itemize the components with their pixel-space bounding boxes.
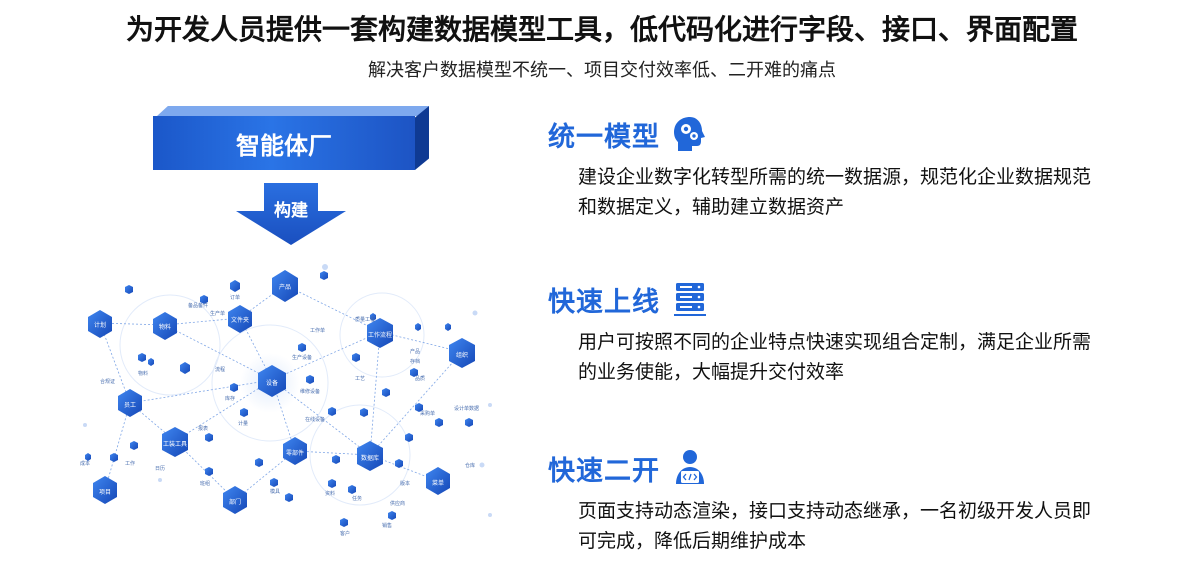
arrow-label: 构建 <box>274 201 308 221</box>
feature-description: 页面支持动态渲染，接口支持动态继承，一名初级开发人员即可完成，降低后期维护成本 <box>578 500 1092 552</box>
node-department: 部门 <box>223 486 247 514</box>
node-folder: 文件夹 <box>228 305 252 333</box>
developer-icon <box>676 450 704 484</box>
node-material: 物料 <box>153 312 177 340</box>
node-database: 数据库 <box>357 441 383 471</box>
svg-text:设备: 设备 <box>266 379 278 387</box>
server-icon <box>674 283 706 316</box>
svg-text:销售: 销售 <box>382 522 392 529</box>
svg-text:生产设备: 生产设备 <box>292 354 312 361</box>
svg-text:客户: 客户 <box>340 530 350 537</box>
svg-text:品质: 品质 <box>415 375 425 382</box>
svg-text:订单: 订单 <box>230 294 240 301</box>
svg-text:质量工程: 质量工程 <box>355 316 375 323</box>
svg-text:合规证: 合规证 <box>100 378 115 385</box>
svg-text:计划: 计划 <box>94 321 106 329</box>
data-model-network: 计划 物料 文件夹 产品 工作流程 组织 设备 员工 <box>80 264 492 537</box>
svg-text:日历: 日历 <box>155 466 165 472</box>
svg-text:流程: 流程 <box>215 366 225 373</box>
box-top-face <box>157 106 429 116</box>
svg-text:工作单: 工作单 <box>310 327 325 334</box>
svg-text:生产单: 生产单 <box>210 310 225 317</box>
svg-text:任务: 任务 <box>352 495 362 502</box>
svg-text:库存: 库存 <box>225 395 235 402</box>
svg-text:存档: 存档 <box>410 358 420 365</box>
svg-text:工作: 工作 <box>125 460 135 467</box>
node-tooling: 工装工具 <box>162 427 188 457</box>
feature-description: 用户可按照不同的企业特点快速实现组合定制，满足企业所需的业务使能，大幅提升交付效… <box>578 331 1092 383</box>
node-organization: 组织 <box>449 338 475 368</box>
platform-box-label: 智能体厂 <box>153 116 415 170</box>
node-product: 产品 <box>272 270 298 302</box>
svg-text:工艺: 工艺 <box>355 376 365 382</box>
svg-text:文件夹: 文件夹 <box>231 316 249 324</box>
svg-text:组织: 组织 <box>456 351 468 359</box>
svg-text:零部件: 零部件 <box>286 449 304 457</box>
svg-text:班组: 班组 <box>200 480 210 487</box>
node-plan: 计划 <box>88 310 112 338</box>
node-menu: 菜单 <box>426 467 450 495</box>
page-title: 为开发人员提供一套构建数据模型工具，低代码化进行字段、接口、界面配置 <box>125 13 1078 46</box>
feature-title: 快速上线 <box>548 286 660 318</box>
svg-text:部门: 部门 <box>229 498 241 506</box>
feature-unified-model: 统一模型 建设企业数字化转型所需的统一数据源，规范化企业数据规范和数据定义，辅助… <box>548 114 1108 222</box>
node-equipment: 设备 <box>258 365 286 397</box>
svg-text:资料: 资料 <box>325 490 335 497</box>
svg-text:供应商: 供应商 <box>390 500 405 507</box>
svg-text:员工: 员工 <box>124 402 136 409</box>
svg-text:计量: 计量 <box>238 420 248 427</box>
svg-text:设计单数据: 设计单数据 <box>454 405 479 412</box>
svg-text:产品: 产品 <box>279 283 291 291</box>
platform-box: 智能体厂 <box>153 106 429 170</box>
svg-text:物料: 物料 <box>138 370 148 377</box>
feature-title: 快速二开 <box>548 455 660 487</box>
svg-text:项目: 项目 <box>99 489 111 496</box>
svg-text:版本: 版本 <box>400 480 410 487</box>
svg-text:备品备件: 备品备件 <box>188 302 208 309</box>
box-side-face <box>415 106 429 170</box>
svg-text:报表: 报表 <box>198 425 208 432</box>
feature-fast-customization: 快速二开 页面支持动态渲染，接口支持动态继承，一名初级开发人员即可完成，降低后期… <box>548 448 1108 556</box>
head-gears-icon <box>674 117 705 151</box>
down-arrow-icon <box>236 183 346 245</box>
node-workflow: 工作流程 <box>367 318 393 348</box>
page-subtitle: 解决客户数据模型不统一、项目交付效率低、二开难的痛点 <box>368 60 836 81</box>
svg-text:在线设备: 在线设备 <box>305 416 325 423</box>
svg-text:维修设备: 维修设备 <box>300 388 320 395</box>
feature-title: 统一模型 <box>548 121 660 153</box>
svg-text:成本: 成本 <box>80 460 90 467</box>
node-project: 项目 <box>93 476 117 504</box>
svg-text:产品: 产品 <box>410 348 420 355</box>
svg-text:模具: 模具 <box>270 488 280 495</box>
node-group: 计划 物料 文件夹 产品 工作流程 组织 设备 员工 <box>88 270 475 514</box>
svg-text:菜单: 菜单 <box>432 479 444 487</box>
feature-description: 建设企业数字化转型所需的统一数据源，规范化企业数据规范和数据定义，辅助建立数据资… <box>578 166 1092 218</box>
feature-fast-launch: 快速上线 用户可按照不同的企业特点快速实现组合定制，满足企业所需的业务使能，大幅… <box>548 279 1108 387</box>
svg-text:工作流程: 工作流程 <box>368 331 392 339</box>
svg-text:物料: 物料 <box>159 323 171 331</box>
svg-text:仓库: 仓库 <box>465 462 475 469</box>
node-parts: 零部件 <box>283 437 307 465</box>
svg-text:采购单: 采购单 <box>420 410 435 417</box>
svg-text:工装工具: 工装工具 <box>163 440 187 448</box>
node-employee: 员工 <box>118 389 142 417</box>
svg-text:数据库: 数据库 <box>361 454 379 462</box>
